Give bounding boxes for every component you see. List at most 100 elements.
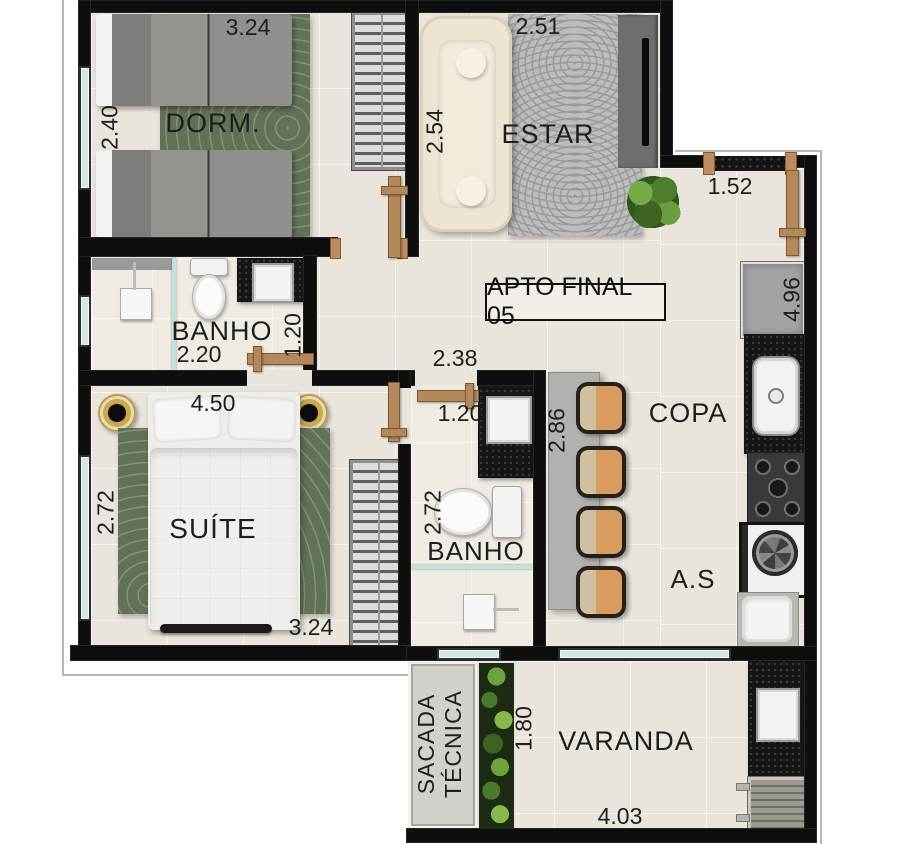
dim-suite-top: 4.50	[190, 390, 236, 416]
dim-dorm-left: 2.40	[96, 105, 123, 150]
estar-sofa-cushion-top	[456, 48, 486, 78]
contour-right	[820, 150, 822, 844]
apartment-title: APTO FINAL 05	[485, 273, 666, 330]
wall-banho1-right	[303, 255, 317, 375]
copa-label: COPA	[648, 398, 728, 428]
dim-varanda-left: 1.80	[510, 706, 537, 751]
dining-chair-1	[576, 382, 626, 434]
wall-top	[78, 0, 672, 13]
wall-suite-bottom	[70, 645, 411, 661]
suite-duvet	[150, 448, 298, 628]
wall-right	[804, 155, 817, 843]
dim-suite-left: 2.72	[92, 490, 119, 535]
contour-top-right	[675, 150, 822, 152]
banho1-toilet-bowl	[192, 274, 226, 320]
dim-estar-left: 2.54	[421, 109, 448, 154]
dorm-wardrobe	[351, 11, 413, 171]
dim-banho2-top: 2.38	[432, 345, 478, 371]
wall-entry-left	[660, 155, 712, 168]
banho1-window	[79, 295, 91, 347]
grill-handle-top	[736, 783, 750, 791]
banho2-door-handle	[465, 383, 474, 409]
wall-varanda-bottom	[406, 828, 817, 843]
banho1-door	[247, 353, 314, 365]
banho2-shower-control	[463, 594, 495, 630]
dining-chair-3	[576, 506, 626, 558]
suite-wardrobe	[349, 459, 409, 653]
washer-drum	[752, 530, 798, 576]
estar-tv-panel	[618, 15, 658, 168]
banho2-shower-arm	[493, 608, 519, 611]
dorm-door-opening	[338, 237, 400, 257]
banho2-sink	[486, 396, 532, 444]
banho2-toilet-tank	[492, 486, 522, 538]
banho1-shower-control	[120, 288, 152, 320]
varanda-sink	[756, 688, 800, 742]
wall-dorm-estar	[405, 0, 419, 257]
varanda-slider-left	[437, 648, 501, 660]
dorm-bed-bottom	[96, 150, 292, 238]
apartment-title-text: APTO FINAL 05	[487, 273, 632, 330]
wall-estar-right	[660, 0, 673, 167]
dim-copa-right: 4.96	[778, 277, 805, 322]
contour-bottom-left	[62, 674, 412, 676]
dim-table: 2.86	[543, 408, 570, 453]
banho2-label: BANHO	[427, 536, 525, 566]
banho2-toilet-bowl	[434, 488, 492, 536]
banho1-door-handle	[253, 346, 262, 372]
dorm-label: DORM.	[165, 108, 261, 138]
dining-chair-4	[576, 566, 626, 618]
as-label: A.S	[670, 564, 716, 594]
laundry-tank-basin	[742, 596, 792, 642]
dorm-door-handle	[381, 186, 408, 195]
dim-suite-bottom: 3.24	[288, 614, 334, 640]
dim-varanda-bottom: 4.03	[597, 803, 643, 829]
suite-nightstand-left	[98, 394, 136, 432]
sacada-label: SACADA TÉCNICA	[413, 659, 469, 829]
banho1-shower-glass	[172, 258, 176, 370]
estar-plant	[622, 172, 684, 232]
stove	[747, 452, 808, 524]
banho2-door	[417, 390, 479, 402]
entry-threshold	[712, 156, 788, 171]
planter	[477, 661, 516, 833]
banho1-label: BANHO	[171, 316, 273, 346]
dim-estar-top: 2.51	[515, 13, 561, 39]
banho1-sink	[252, 263, 294, 303]
floor-sacada	[408, 661, 478, 829]
dim-banho2-left: 2.72	[419, 490, 446, 535]
grill-handle-bottom	[736, 814, 750, 822]
sacada-label-line1: SACADA	[413, 693, 439, 795]
wall-dorm-bottom	[78, 237, 338, 257]
suite-tv-bar	[160, 624, 272, 633]
estar-tv	[642, 38, 649, 146]
dining-chair-2	[576, 446, 626, 498]
suite-window	[79, 455, 91, 621]
contour-left	[62, 0, 64, 676]
suite-label: SUÍTE	[169, 513, 257, 544]
sacada-label-line2: TÉCNICA	[440, 690, 466, 798]
banho1-shower-arm	[133, 262, 136, 290]
kitchen-faucet	[768, 388, 784, 404]
dim-banho1-width: 2.20	[176, 341, 222, 367]
banho2-door-opening	[415, 370, 477, 386]
varanda-slider-right	[558, 648, 731, 660]
dim-banho2-inner: 1.20	[437, 400, 483, 426]
entry-door	[786, 170, 799, 256]
entry-door-handle	[779, 228, 806, 237]
suite-door-handle	[381, 428, 407, 437]
dorm-window	[79, 66, 91, 190]
suite-door	[388, 382, 400, 442]
dorm-bed-top	[96, 14, 292, 106]
entry-jamb-left	[703, 152, 715, 175]
dorm-door-jamb-left	[330, 238, 341, 259]
estar-sofa-cushion-bottom	[456, 176, 486, 206]
dim-dorm-top: 3.24	[225, 14, 271, 40]
dim-entry: 1.52	[707, 173, 753, 199]
varanda-label: VARANDA	[558, 726, 694, 756]
estar-label: ESTAR	[501, 119, 595, 149]
varanda-grill	[747, 776, 812, 836]
banho2-shower-glass	[411, 565, 533, 569]
wall-banho2-right	[533, 370, 546, 660]
